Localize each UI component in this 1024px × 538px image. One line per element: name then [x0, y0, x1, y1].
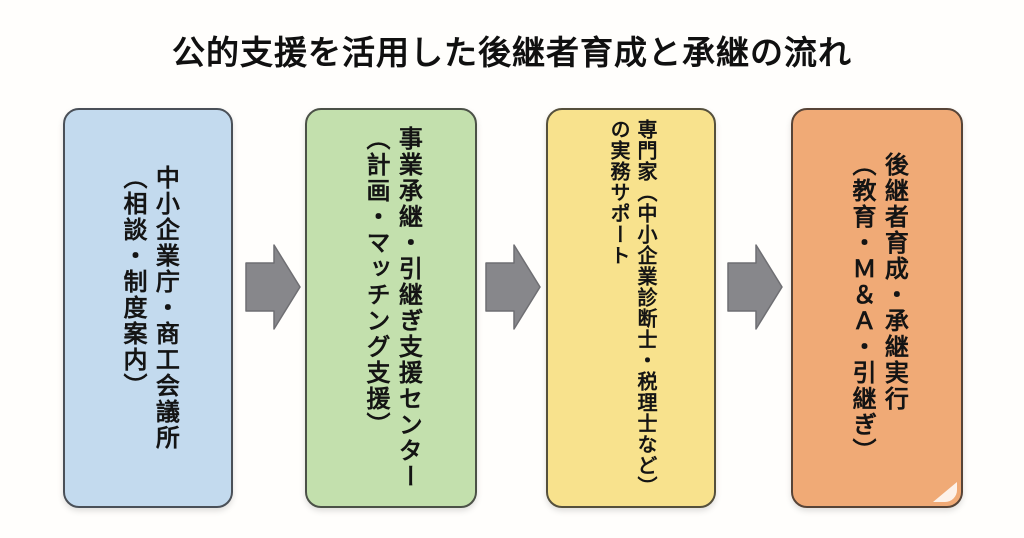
flow-box-text: 中小企業庁・商工会議所 （相談・制度案内） [116, 165, 181, 451]
flow-box-succession-support-center: 事業承継・引継ぎ支援センター （計画・マッチング支援） [305, 108, 477, 508]
flow-box-successor-development-execution: 後継者育成・承継実行 （教育・Ｍ＆Ａ・引継ぎ） [791, 108, 963, 508]
flow-box-text: 専門家（中小企業診断士・税理士など） の実務サポート [604, 119, 658, 497]
arrow-shape [485, 244, 541, 330]
flow-box-line: 事業承継・引継ぎ支援センター [394, 126, 422, 490]
arrow-shape [245, 244, 301, 330]
flow-box-line: の実務サポート [607, 119, 629, 266]
flow-arrow-right-icon [727, 244, 783, 330]
flow-box-line: （教育・Ｍ＆Ａ・引継ぎ） [848, 152, 875, 464]
flow-box-line: 専門家（中小企業診断士・税理士など） [634, 119, 656, 497]
flow-arrow-right-icon [485, 244, 541, 330]
flow-box-line: （計画・マッチング支援） [362, 126, 389, 438]
diagram-title: 公的支援を活用した後継者育成と承継の流れ [172, 34, 852, 71]
flow-box-expert-practical-support: 専門家（中小企業診断士・税理士など） の実務サポート [546, 108, 716, 508]
corner-highlight-artifact [933, 482, 957, 502]
flow-box-text: 後継者育成・承継実行 （教育・Ｍ＆Ａ・引継ぎ） [845, 152, 910, 464]
flow-arrow-right-icon [245, 244, 301, 330]
arrow-shape [727, 244, 783, 330]
flow-box-line: 後継者育成・承継実行 [880, 152, 908, 412]
flow-box-line: （相談・制度案内） [119, 165, 146, 399]
flow-box-text: 事業承継・引継ぎ支援センター （計画・マッチング支援） [359, 126, 424, 490]
flow-box-line: 中小企業庁・商工会議所 [151, 165, 179, 451]
flow-box-sme-agency: 中小企業庁・商工会議所 （相談・制度案内） [63, 108, 233, 508]
